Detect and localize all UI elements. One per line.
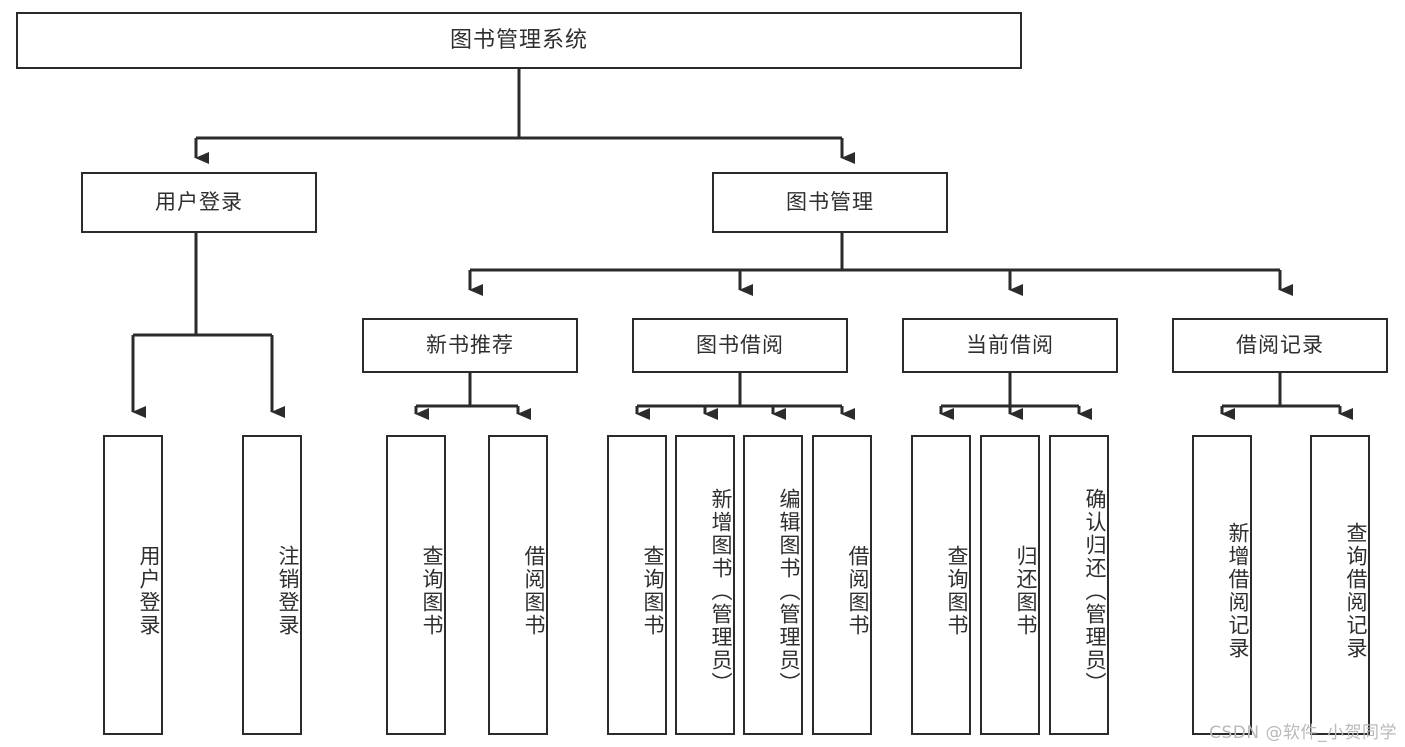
node-label: 用户登录 — [137, 545, 161, 637]
node-label: 新增借阅记录 — [1226, 522, 1250, 660]
node-label: 查询图书 — [420, 545, 444, 637]
leaf-query-book-1[interactable]: 查询图书 — [386, 435, 446, 735]
leaf-user-login[interactable]: 用户登录 — [103, 435, 163, 735]
node-label: 归还图书 — [1014, 545, 1038, 637]
node-label: 图书借阅 — [696, 333, 784, 358]
node-label: 新书推荐 — [426, 333, 514, 358]
node-label: 确认归还（管理员） — [1083, 487, 1107, 695]
node-label: 编辑图书（管理员） — [777, 487, 801, 695]
node-borrow-record[interactable]: 借阅记录 — [1172, 318, 1388, 373]
node-label: 用户登录 — [155, 190, 243, 215]
leaf-borrow-book-1[interactable]: 借阅图书 — [488, 435, 548, 735]
node-current-borrow[interactable]: 当前借阅 — [902, 318, 1118, 373]
node-label: 借阅图书 — [522, 545, 546, 637]
node-label: 借阅图书 — [846, 545, 870, 637]
leaf-borrow-book-2[interactable]: 借阅图书 — [812, 435, 872, 735]
node-label: 新增图书（管理员） — [709, 487, 733, 695]
node-label: 查询图书 — [945, 545, 969, 637]
node-label: 注销登录 — [276, 545, 300, 637]
leaf-logout[interactable]: 注销登录 — [242, 435, 302, 735]
node-user-login[interactable]: 用户登录 — [81, 172, 317, 233]
leaf-query-book-2[interactable]: 查询图书 — [607, 435, 667, 735]
node-label: 查询图书 — [641, 545, 665, 637]
csdn-watermark: CSDN @软件_小贺同学 — [1209, 723, 1397, 743]
leaf-return-book[interactable]: 归还图书 — [980, 435, 1040, 735]
node-label: 图书管理系统 — [449, 27, 588, 53]
leaf-confirm-return[interactable]: 确认归还（管理员） — [1049, 435, 1109, 735]
node-label: 借阅记录 — [1236, 333, 1324, 358]
node-label: 查询借阅记录 — [1344, 522, 1368, 660]
node-new-book-recommend[interactable]: 新书推荐 — [362, 318, 578, 373]
node-label: 当前借阅 — [966, 333, 1054, 358]
leaf-query-book-3[interactable]: 查询图书 — [911, 435, 971, 735]
node-root-system[interactable]: 图书管理系统 — [16, 12, 1022, 69]
leaf-add-book[interactable]: 新增图书（管理员） — [675, 435, 735, 735]
node-book-borrow[interactable]: 图书借阅 — [632, 318, 848, 373]
leaf-add-borrow-record[interactable]: 新增借阅记录 — [1192, 435, 1252, 735]
node-label: 图书管理 — [786, 190, 874, 215]
leaf-edit-book[interactable]: 编辑图书（管理员） — [743, 435, 803, 735]
node-book-manage[interactable]: 图书管理 — [712, 172, 948, 233]
leaf-query-borrow-record[interactable]: 查询借阅记录 — [1310, 435, 1370, 735]
